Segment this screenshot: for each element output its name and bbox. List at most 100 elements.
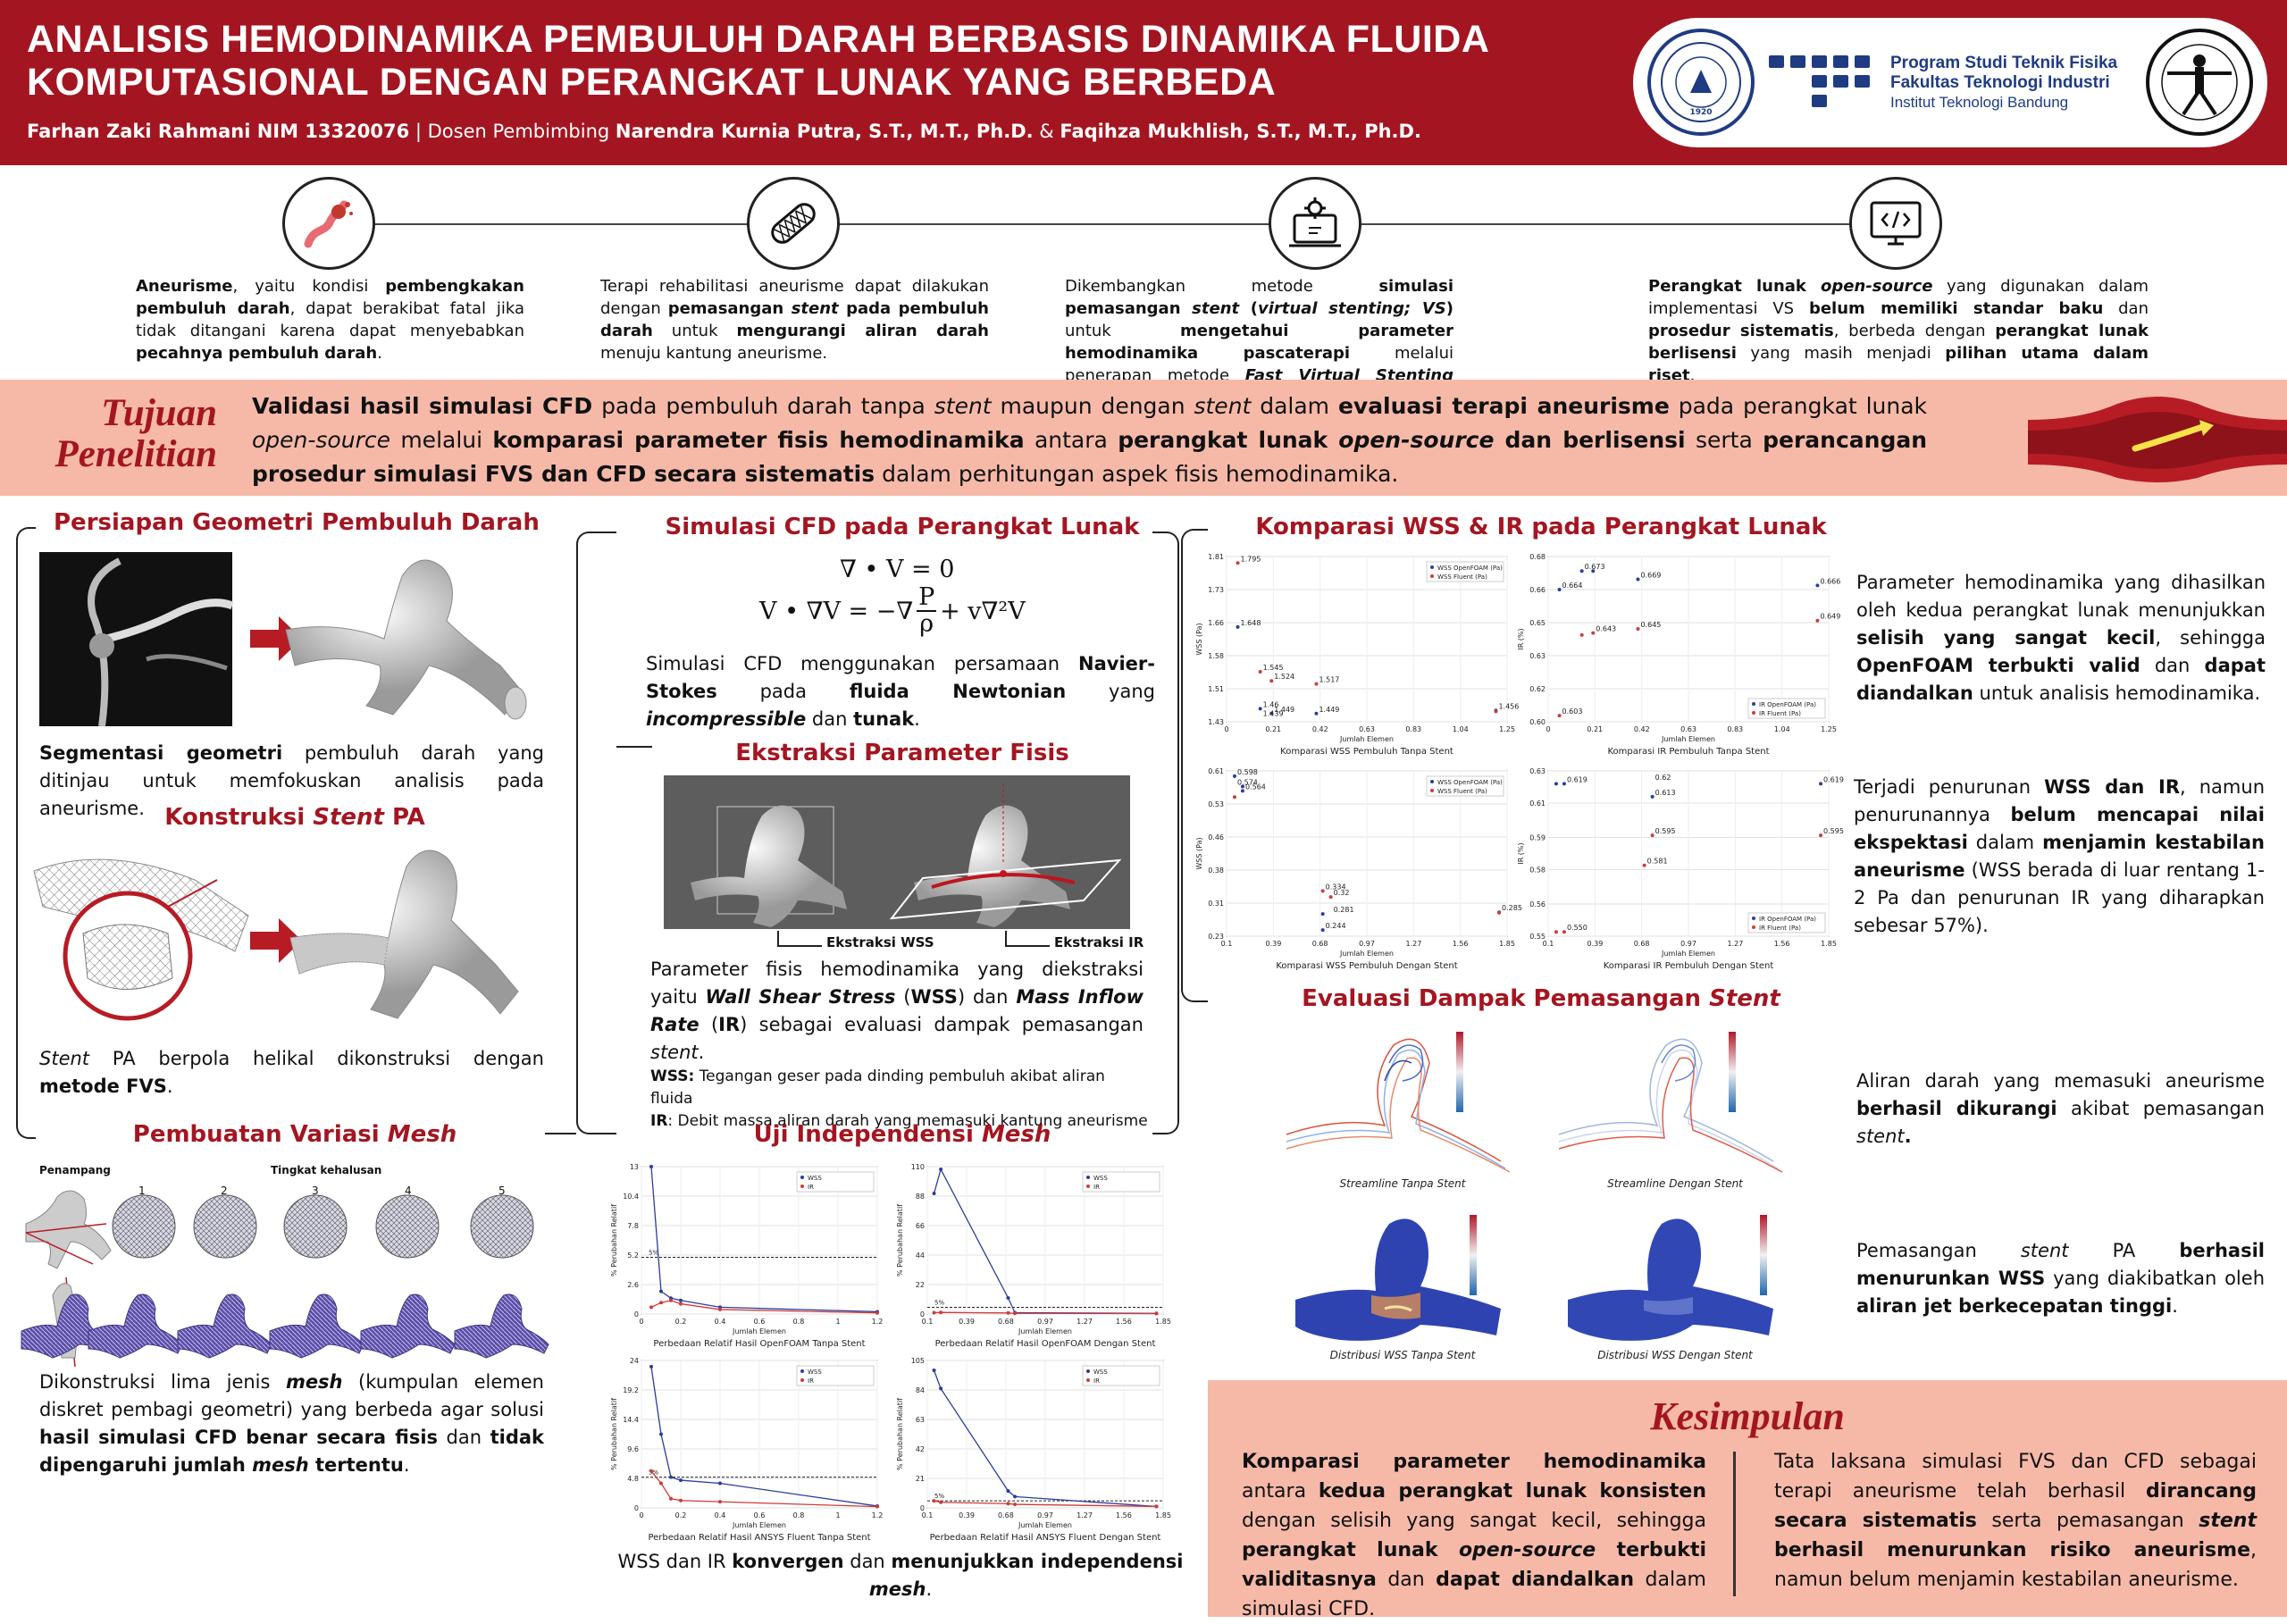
- data-point: [1013, 1311, 1018, 1316]
- x-axis-label: Jumlah Elemen: [1018, 1521, 1072, 1529]
- y-tick-label: 42: [916, 1445, 925, 1453]
- svg-text:1920: 1920: [1689, 108, 1712, 117]
- objective-band: [0, 380, 2287, 496]
- y-tick-label: 0.46: [1208, 833, 1224, 841]
- x-tick-label: 1: [835, 1511, 840, 1519]
- y-axis-label: % Perubahan Relatif: [610, 1204, 618, 1277]
- y-tick-label: 19.2: [623, 1386, 639, 1394]
- data-point: [1006, 1502, 1010, 1506]
- data-label: 1.517: [1319, 676, 1339, 684]
- legend-box: [796, 1365, 875, 1386]
- indep-title-a: Uji Independensi: [753, 1121, 982, 1148]
- mesh-text: Dikonstruksi lima jenis mesh (kumpulan e…: [39, 1371, 545, 1476]
- vessel-stent-illustration: [2028, 393, 2287, 487]
- data-point: [669, 1298, 673, 1302]
- section-title-evaluation: Evaluasi Dampak Pemasangan Stent: [1215, 985, 1867, 1012]
- objective-title-l1: Tujuan: [101, 392, 217, 434]
- conclusion-text-2: Tata laksana simulasi FVS dan CFD sebaga…: [1774, 1451, 2257, 1591]
- y-tick-label: 0.23: [1208, 933, 1224, 941]
- legend-box: [1426, 561, 1504, 582]
- flow-bracket-left: [16, 527, 36, 1139]
- data-point: [718, 1481, 722, 1486]
- section-title-stent: Konstruksi Stent PA: [54, 804, 536, 831]
- wss-definition: Tegangan geser pada dinding pembuluh aki…: [650, 1067, 1105, 1108]
- x-tick-label: 0.42: [1312, 725, 1328, 733]
- data-label: 0.62: [1655, 774, 1671, 782]
- x-tick-label: 0.39: [959, 1318, 975, 1326]
- data-point: [1579, 632, 1584, 637]
- data-point: [1815, 618, 1820, 623]
- y-tick-label: 4.8: [627, 1475, 639, 1483]
- streamline-with-stent: [1558, 1027, 1791, 1175]
- data-label: 0.32: [1334, 889, 1350, 897]
- data-point: [1320, 912, 1325, 917]
- x-tick-label: 1.27: [1076, 1318, 1093, 1326]
- data-point: [1314, 682, 1319, 686]
- data-point: [1591, 631, 1596, 635]
- data-point: [1815, 583, 1820, 588]
- tingkat-label: Tingkat kehalusan: [271, 1164, 382, 1176]
- geometry-text: Segmentasi geometri pembuluh darah yang …: [39, 742, 544, 819]
- data-point: [659, 1289, 663, 1293]
- data-point: [649, 1469, 653, 1473]
- x-tick-label: 0: [639, 1511, 643, 1519]
- legend-label: IR OpenFOAM (Pa): [1759, 916, 1816, 923]
- data-label: 0.619: [1567, 775, 1587, 783]
- data-point: [1006, 1489, 1010, 1494]
- data-label: 0.564: [1245, 783, 1266, 791]
- arrow-right-icon: [250, 616, 304, 665]
- data-point: [718, 1307, 722, 1311]
- data-label: 1.545: [1263, 664, 1284, 672]
- data-point: [1650, 794, 1655, 799]
- y-tick-label: 5.2: [627, 1251, 639, 1260]
- data-point: [649, 1364, 653, 1369]
- y-axis-label: % Perubahan Relatif: [896, 1398, 904, 1470]
- conclusion-band: [1208, 1380, 2287, 1617]
- prodi-line2: Fakultas Teknologi Industri: [1890, 73, 2110, 92]
- data-point: [1497, 910, 1502, 915]
- data-point: [1557, 714, 1562, 718]
- data-label: 0.613: [1655, 789, 1676, 797]
- prodi-line3: Institut Teknologi Bandung: [1890, 94, 2069, 111]
- x-tick-label: 1.2: [872, 1511, 884, 1519]
- y-tick-label: 0.63: [1529, 767, 1546, 775]
- x-tick-label: 0.63: [1680, 725, 1696, 733]
- y-tick-label: 0.53: [1208, 800, 1224, 808]
- data-point: [1554, 930, 1558, 934]
- x-tick-label: 0.2: [675, 1511, 687, 1519]
- legend-marker: [1752, 925, 1755, 929]
- data-point: [1236, 624, 1240, 629]
- data-point: [1314, 711, 1319, 716]
- series-line-IR: [650, 1470, 878, 1508]
- data-label: 0.619: [1823, 775, 1844, 783]
- section-title-cfd: Simulasi CFD pada Perangkat Lunak: [665, 514, 1140, 540]
- data-label: 1.524: [1274, 673, 1294, 681]
- x-tick-label: 0.83: [1727, 725, 1743, 733]
- y-tick-label: 0.55: [1529, 933, 1546, 941]
- series-line-WSS: [650, 1166, 878, 1313]
- prodi-line1: Program Studi Teknik Fisika: [1890, 54, 2118, 72]
- y-tick-label: 7.8: [627, 1222, 639, 1230]
- x-tick-label: 1.27: [1405, 940, 1421, 948]
- y-tick-label: 1.73: [1208, 586, 1224, 594]
- legend-marker: [800, 1378, 804, 1382]
- aneurysm-icon: [282, 177, 375, 270]
- y-tick-label: 0.65: [1529, 619, 1546, 627]
- legend-label: WSS: [1093, 1369, 1108, 1376]
- chart-title: Perbedaan Relatif Hasil ANSYS Fluent Tan…: [648, 1533, 870, 1543]
- data-label: 1.449: [1319, 706, 1339, 714]
- eval-title-a: Evaluasi Dampak Pemasangan: [1302, 985, 1710, 1012]
- data-point: [1636, 577, 1640, 582]
- y-tick-label: 84: [916, 1386, 925, 1394]
- caption-streamline-a: Streamline Tanpa Stent: [1339, 1177, 1466, 1190]
- data-point: [1636, 626, 1640, 631]
- data-point: [669, 1496, 673, 1501]
- y-tick-label: 0.68: [1529, 553, 1546, 561]
- legend-box: [796, 1171, 875, 1193]
